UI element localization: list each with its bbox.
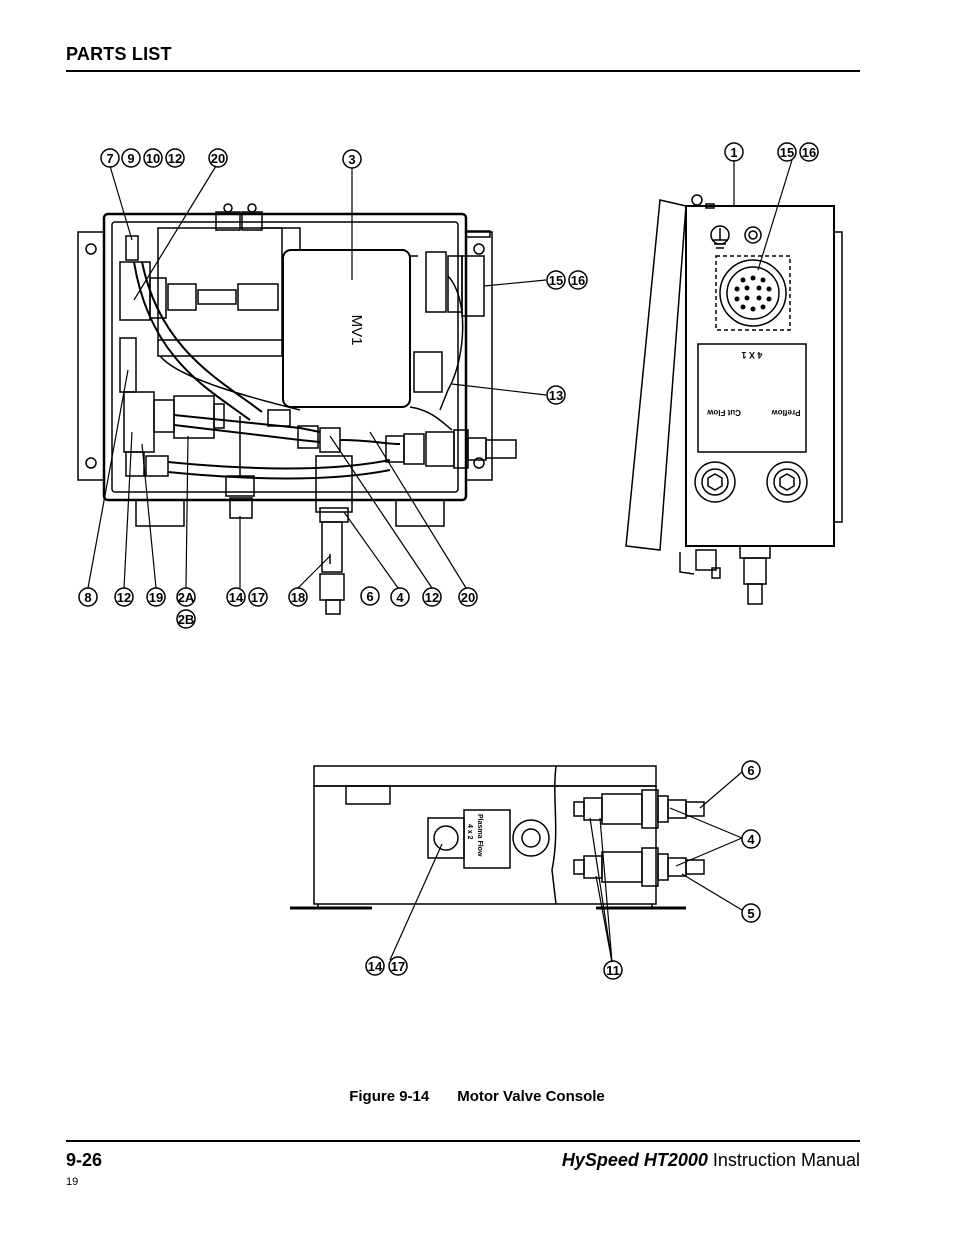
callout-6-top: 6 (366, 589, 373, 604)
manual-label: Instruction Manual (712, 1150, 860, 1170)
callout-13: 13 (549, 388, 563, 403)
manual-title: HySpeed HT2000 Instruction Manual (562, 1150, 860, 1171)
callout-18: 18 (291, 590, 305, 605)
footer-rule (66, 1140, 860, 1142)
callout-17-bottom: 17 (391, 959, 405, 974)
figure-caption: Figure 9-14 Motor Valve Console (0, 1088, 954, 1105)
callout-16-top: 16 (802, 145, 816, 160)
header-rule (66, 70, 860, 72)
cutflow-label: Cut Flow (706, 408, 741, 417)
motor-valve-label: MV1 (348, 315, 365, 346)
product-name: HySpeed HT2000 (561, 1150, 708, 1170)
connector-pins (734, 275, 772, 312)
callout-8: 8 (84, 590, 91, 605)
callouts (78, 142, 819, 980)
callout-19: 19 (149, 590, 163, 605)
callout-5: 5 (747, 906, 754, 921)
callout-15-mid: 15 (549, 273, 563, 288)
callout-15-top: 15 (780, 145, 794, 160)
cable-2-label: 4 x 2 (466, 824, 473, 840)
section-title: PARTS LIST (66, 44, 172, 64)
callout-16-mid: 16 (571, 273, 585, 288)
callout-1: 1 (730, 145, 737, 160)
leader-lines (87, 159, 793, 963)
figure-title: Motor Valve Console (457, 1088, 605, 1105)
enclosure-open-view (77, 203, 517, 615)
callout-2a: 2A (178, 590, 195, 605)
callout-2b: 2B (178, 612, 195, 627)
figure-number: Figure 9-14 (349, 1088, 430, 1105)
callout-4-top: 4 (396, 590, 404, 605)
callout-14-bottom: 14 (368, 959, 383, 974)
callout-14-top: 14 (229, 590, 244, 605)
callout-12-bottom: 12 (117, 590, 131, 605)
callout-11: 11 (606, 963, 620, 978)
callout-6-bottom: 6 (747, 763, 754, 778)
page-number: 9-26 (66, 1150, 103, 1170)
callout-4-bottom: 4 (747, 832, 755, 847)
cable-label: 4 X 1 (741, 350, 762, 360)
callout-20-top: 20 (211, 151, 225, 166)
preflow-label: Preflow (771, 408, 801, 417)
small-page-index: 19 (66, 1176, 79, 1188)
callout-7: 7 (106, 151, 113, 166)
enclosure-bottom-view (290, 765, 705, 910)
callout-17-top: 17 (251, 590, 265, 605)
callout-12-right: 12 (425, 590, 439, 605)
callout-3: 3 (348, 152, 355, 167)
callout-20-bottom: 20 (461, 590, 475, 605)
callout-9: 9 (127, 151, 134, 166)
enclosure-side-view (625, 194, 843, 605)
callout-12-top: 12 (168, 151, 182, 166)
callout-10: 10 (146, 151, 160, 166)
plasma-flow-label: Plasma Flow (476, 814, 483, 857)
